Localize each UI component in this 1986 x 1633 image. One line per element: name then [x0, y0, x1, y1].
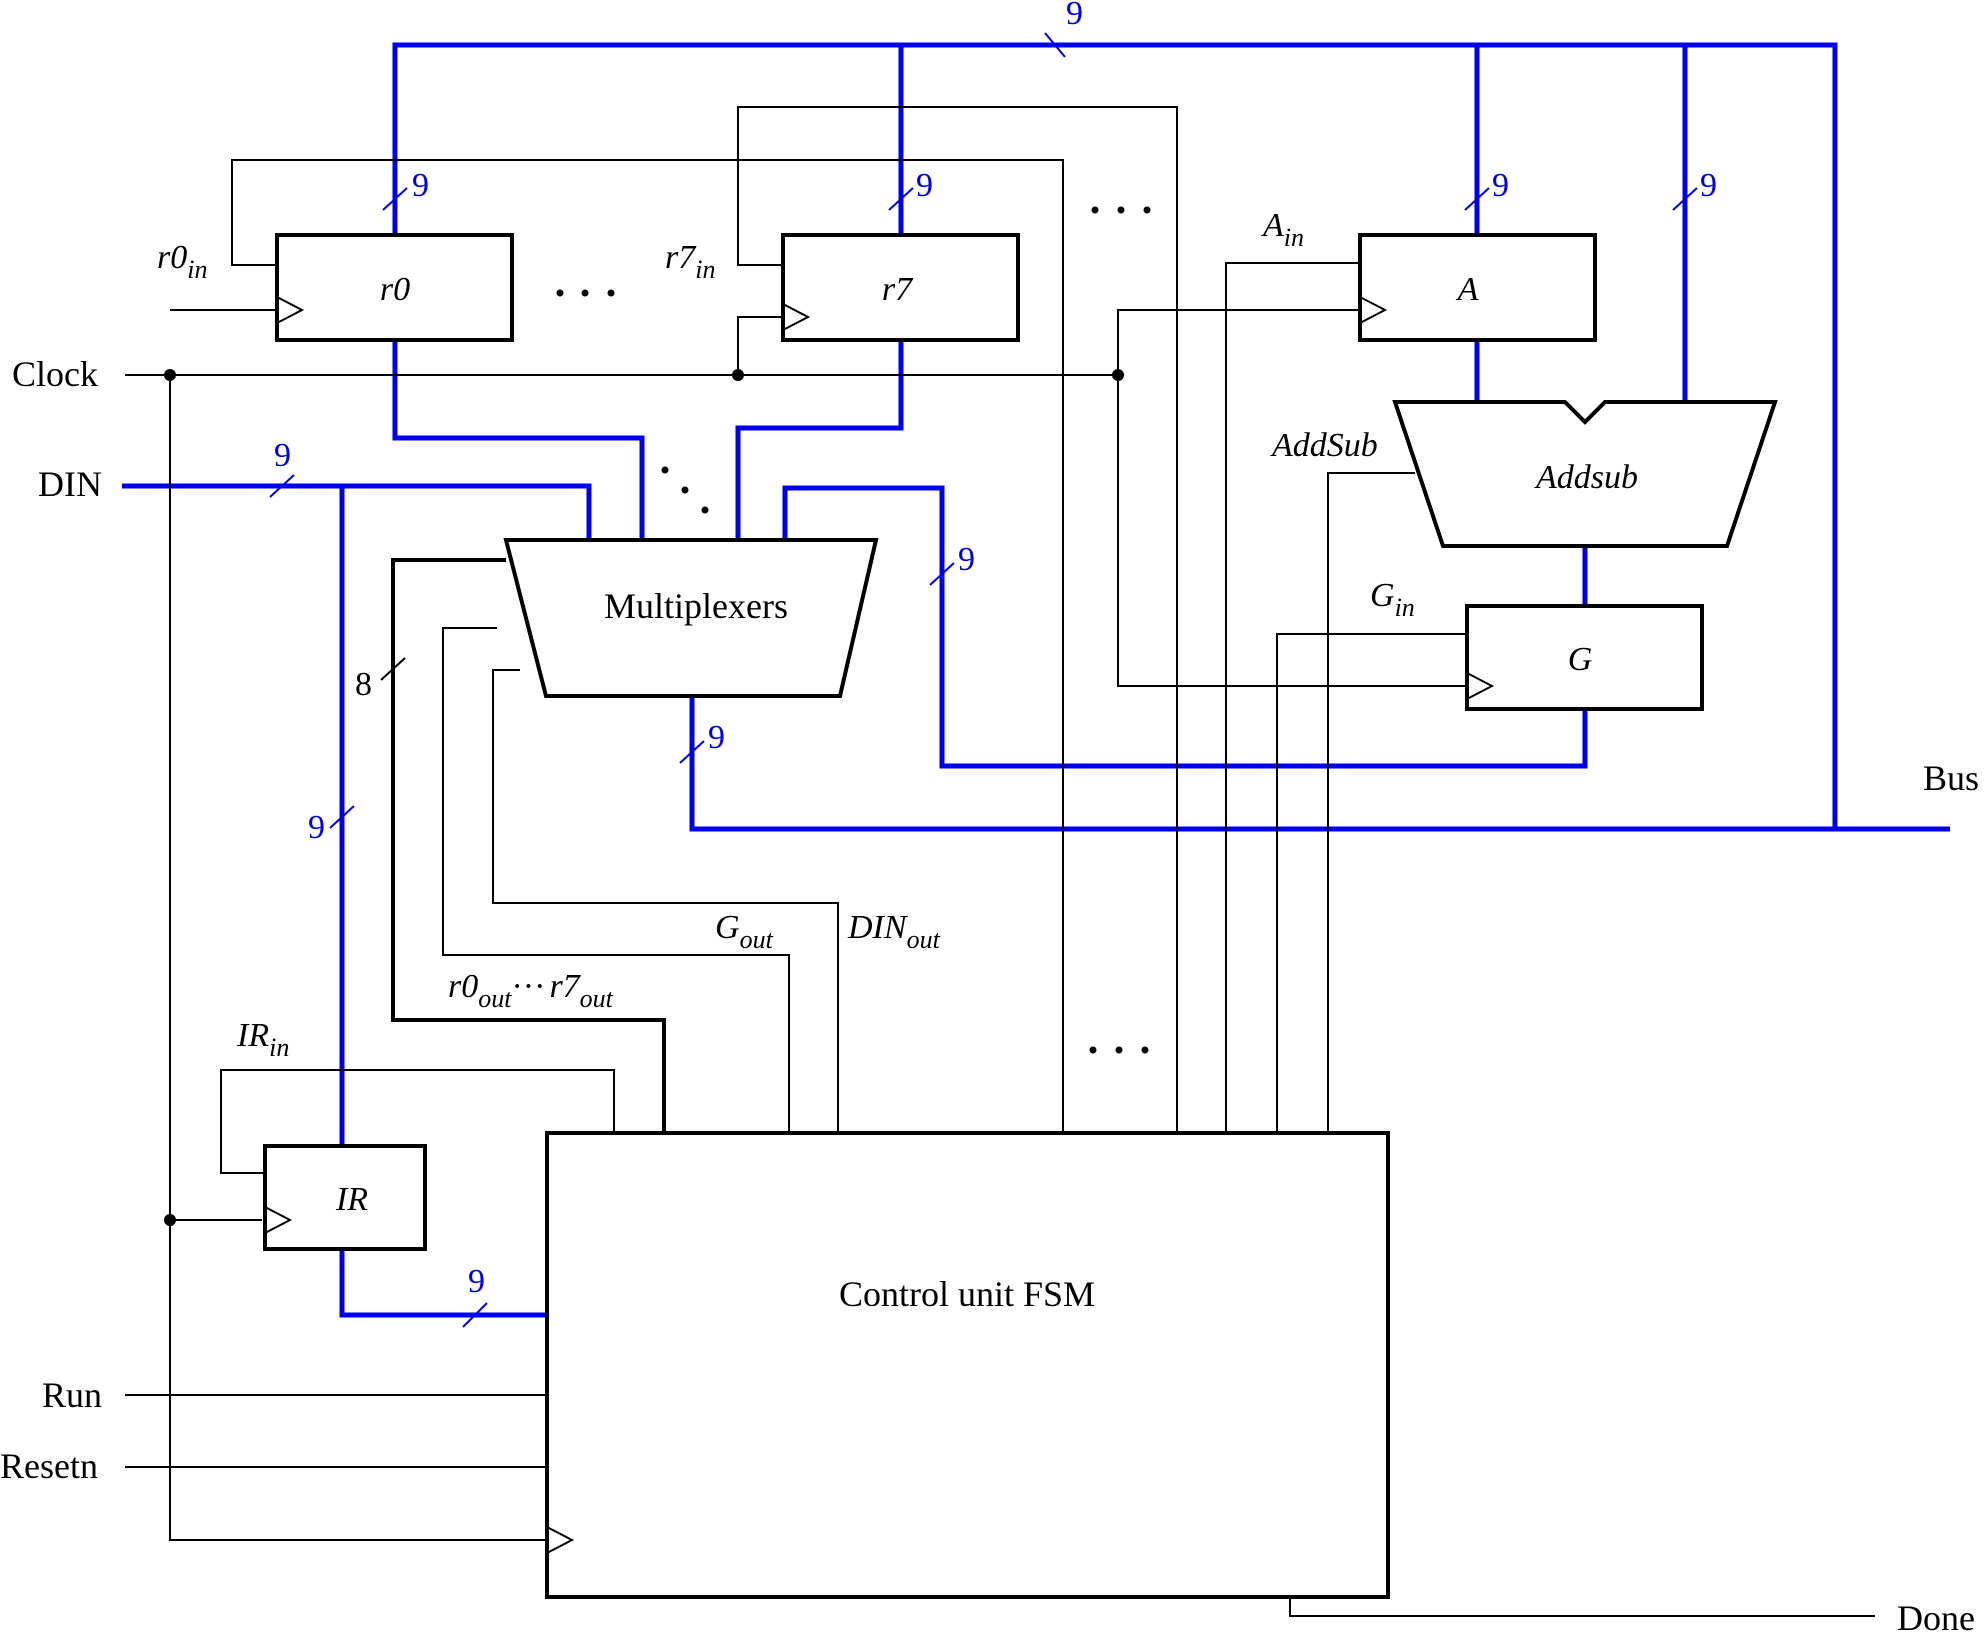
din-out-label: DINout: [847, 909, 941, 954]
din-label: DIN: [38, 464, 102, 504]
bus-width-labels: 9 9 9 9 9 9 9 9 9 9 8: [274, 0, 1717, 1300]
register-r0: r0: [275, 233, 514, 342]
width-label-r7: 9: [916, 167, 933, 204]
register-r7-label: r7: [882, 271, 914, 308]
width-label-mux: 9: [708, 719, 725, 756]
register-ir-label: IR: [335, 1181, 368, 1218]
width-label-select: 8: [355, 666, 372, 703]
r0-in-label: r0in: [157, 239, 207, 284]
width-label-addsub: 9: [1700, 167, 1717, 204]
control-unit-fsm: Control unit FSM: [545, 1131, 1390, 1599]
g-in-label: Gin: [1370, 577, 1415, 622]
register-r0-label: r0: [380, 271, 410, 308]
multiplexers-block: Multiplexers: [503, 538, 879, 698]
width-label-r0: 9: [412, 167, 429, 204]
ellipsis-dots: [556, 206, 1151, 1054]
signal-labels: Clock DIN Run Resetn Bus Done r0in r7in …: [0, 207, 1979, 1633]
width-label-a: 9: [1492, 167, 1509, 204]
control-wires: [125, 106, 1875, 1617]
register-g-label: G: [1568, 641, 1593, 678]
multiplexers-label: Multiplexers: [604, 586, 788, 626]
width-label-g: 9: [958, 541, 975, 578]
r-out-label: r0out···r7out: [448, 968, 614, 1013]
register-g: G: [1465, 604, 1704, 711]
addsub-label: Addsub: [1534, 459, 1638, 496]
register-a: A: [1358, 233, 1597, 342]
bus-wires: [122, 42, 1950, 1318]
junction-dots: [164, 369, 1124, 1226]
g-out-label: Gout: [715, 909, 774, 954]
a-in-label: Ain: [1261, 207, 1304, 252]
width-label-din: 9: [274, 437, 291, 474]
clock-label: Clock: [12, 354, 98, 394]
r7-in-label: r7in: [665, 239, 715, 284]
register-a-label: A: [1456, 271, 1479, 308]
width-label-top: 9: [1066, 0, 1083, 32]
run-label: Run: [42, 1375, 102, 1415]
addsub-unit: Addsub: [1392, 400, 1778, 548]
resetn-label: Resetn: [0, 1446, 98, 1486]
control-unit-label: Control unit FSM: [839, 1274, 1095, 1314]
register-r7: r7: [781, 233, 1020, 342]
bus-label: Bus: [1923, 758, 1979, 798]
bus-width-ticks: [269, 32, 1698, 1328]
register-ir: IR: [263, 1144, 427, 1251]
done-label: Done: [1897, 1598, 1975, 1633]
width-label-ir-in: 9: [308, 809, 325, 846]
ir-in-label: IRin: [236, 1017, 289, 1062]
addsub-control-label: AddSub: [1270, 427, 1378, 464]
width-label-ir-out: 9: [468, 1263, 485, 1300]
